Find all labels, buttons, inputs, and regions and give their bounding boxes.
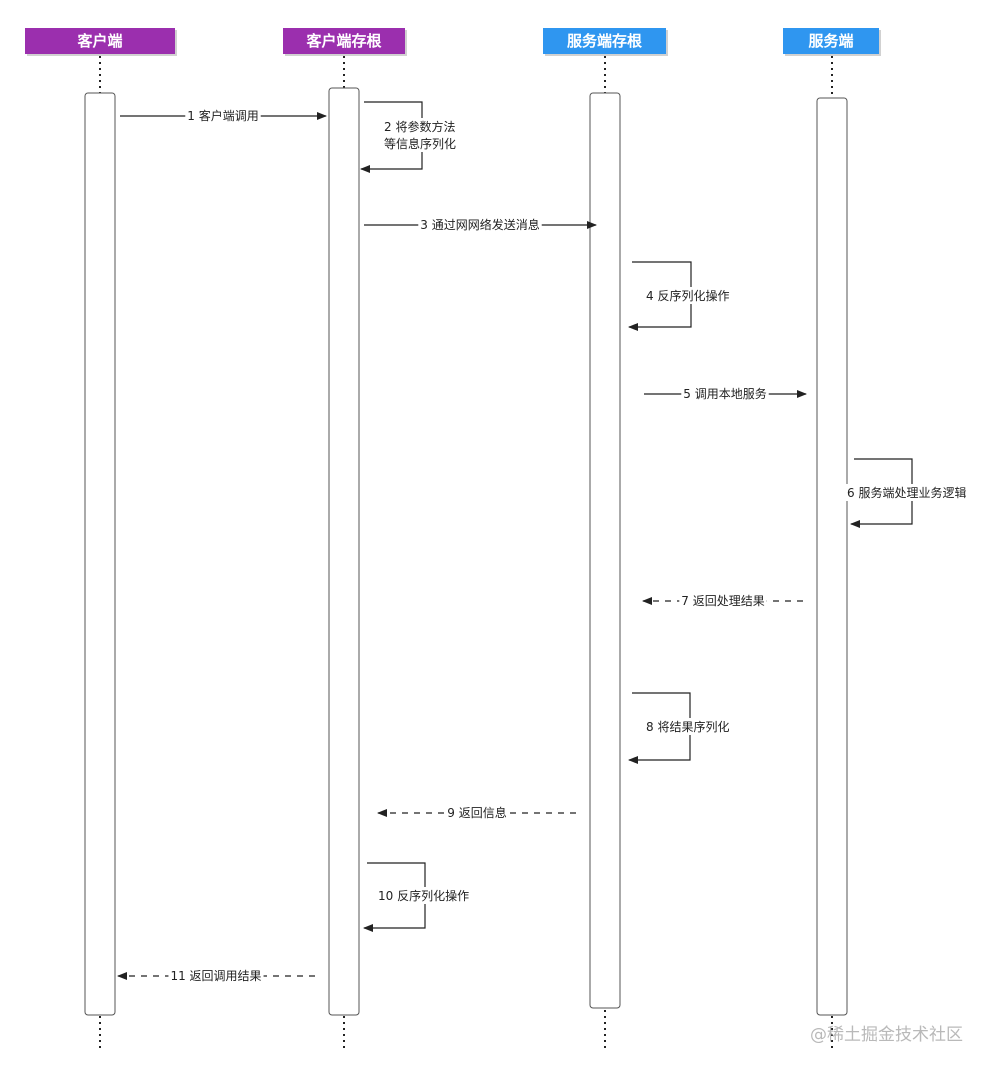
message-label-bg <box>845 484 969 501</box>
message-9: 9 返回信息 <box>377 804 576 821</box>
message-label-bg <box>644 287 732 304</box>
participant-client: 客户端 <box>25 28 177 56</box>
message-label: 2 将参数方法 <box>384 119 455 134</box>
message-label: 8 将结果序列化 <box>646 719 729 734</box>
participant-label: 服务端存根 <box>567 32 642 50</box>
message-7: 7 返回处理结果 <box>642 593 803 609</box>
participant-header-box <box>25 28 175 54</box>
activation-bar-server <box>816 97 848 1016</box>
participant-header-box <box>783 28 879 54</box>
message-6: 6 服务端处理业务逻辑 <box>845 458 969 528</box>
message-label: 9 返回信息 <box>447 805 506 820</box>
message-11: 11 返回调用结果 <box>117 968 315 984</box>
message-label-bg <box>168 968 264 984</box>
participant-header-box <box>283 28 405 54</box>
participant-client_stub: 客户端存根 <box>283 28 407 56</box>
message-label: 11 返回调用结果 <box>170 969 261 983</box>
activation-bar-server_stub <box>589 92 621 1009</box>
message-label-bg <box>382 135 459 152</box>
message-label-bg <box>418 216 542 233</box>
message-label: 7 返回处理结果 <box>681 594 764 608</box>
message-label: 6 服务端处理业务逻辑 <box>847 485 966 500</box>
participant-label: 服务端 <box>808 32 853 50</box>
participant-server_stub: 服务端存根 <box>543 28 668 56</box>
message-label: 等信息序列化 <box>384 136 456 151</box>
message-8: 8 将结果序列化 <box>628 692 732 764</box>
activation-bar-client <box>84 92 116 1016</box>
participant-header-box <box>543 28 666 54</box>
message-label: 5 调用本地服务 <box>683 386 766 401</box>
watermark: @稀土掘金技术社区 <box>810 1025 963 1045</box>
message-1: 1 客户端调用 <box>120 107 327 124</box>
participant-label: 客户端存根 <box>305 32 381 50</box>
message-label-bg <box>679 593 767 609</box>
message-label-bg <box>445 804 509 821</box>
message-label: 4 反序列化操作 <box>646 288 729 303</box>
message-label-bg <box>644 718 732 735</box>
message-label-bg <box>185 107 261 124</box>
message-label: 10 反序列化操作 <box>378 888 469 903</box>
message-label-bg <box>681 385 769 402</box>
activation-bar-client_stub <box>328 87 360 1016</box>
message-label: 1 客户端调用 <box>187 108 258 123</box>
message-label: 3 通过网网络发送消息 <box>420 217 539 232</box>
message-label-bg <box>376 887 472 904</box>
message-3: 3 通过网网络发送消息 <box>364 216 597 233</box>
message-5: 5 调用本地服务 <box>644 385 807 402</box>
message-4: 4 反序列化操作 <box>628 261 732 331</box>
message-label-bg <box>382 118 458 135</box>
message-10: 10 反序列化操作 <box>363 862 472 932</box>
participant-label: 客户端 <box>76 32 122 50</box>
participant-server: 服务端 <box>783 28 881 56</box>
